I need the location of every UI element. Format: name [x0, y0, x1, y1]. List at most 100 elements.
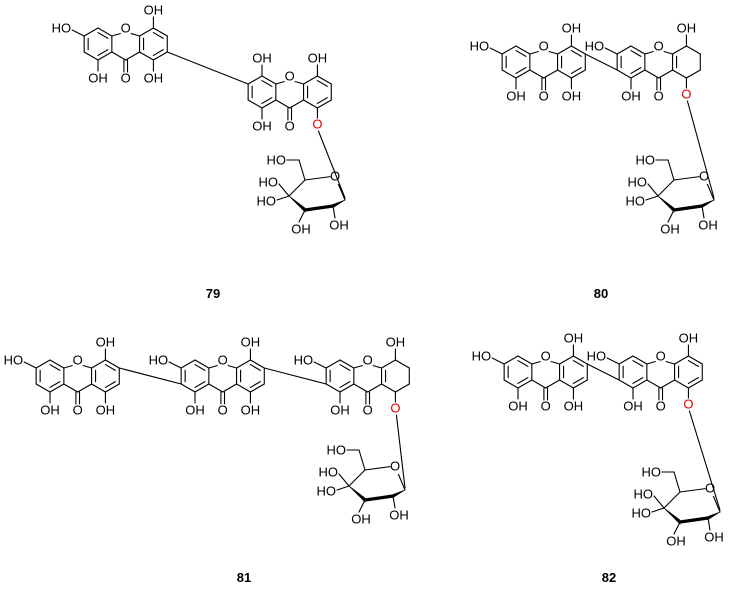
double-bond	[572, 379, 588, 389]
double-bond	[261, 99, 277, 109]
hydroxyl-label: HO	[632, 506, 652, 521]
biaryl-bond	[584, 53, 618, 71]
hydroxyl-label: HO	[327, 443, 347, 458]
compound-label-81: 81	[237, 570, 251, 585]
hydroxyl-label: OH	[562, 89, 582, 104]
glycosidic-oxygen: O	[390, 401, 400, 416]
hydroxyl-label: HO	[317, 484, 337, 499]
hydroxyl-label: OH	[679, 331, 699, 346]
double-bond	[152, 51, 168, 61]
hydroxyl-label: HO	[642, 465, 662, 480]
ring-oxygen: O	[541, 349, 551, 364]
hydroxyl-label: OH	[144, 3, 164, 18]
bond	[685, 69, 701, 79]
label-backdrop	[330, 168, 340, 184]
sugar-wedge	[701, 199, 715, 209]
double-bond	[687, 355, 703, 365]
hydroxyl-label: OH	[252, 51, 272, 66]
sugar-wedge	[332, 199, 346, 209]
hydroxymethyl-bond	[358, 449, 366, 471]
sugar-bold-bond	[673, 204, 703, 212]
hydroxyl-label: HO	[628, 175, 648, 190]
double-bond-inner	[339, 381, 351, 388]
hydroxyl-bond	[604, 47, 618, 55]
double-bond-inner	[261, 80, 273, 87]
hydroxyl-label: OH	[386, 335, 406, 350]
hydroxyl-label: OH	[677, 21, 697, 36]
carbonyl-oxygen: O	[121, 71, 131, 86]
compound-label-82: 82	[602, 570, 616, 585]
carbonyl-oxygen: O	[363, 403, 373, 418]
double-bond	[632, 379, 648, 389]
bond	[125, 51, 141, 61]
hydroxyl-bond	[701, 205, 705, 219]
bond	[381, 383, 396, 393]
hydroxyl-bond	[168, 361, 182, 369]
hydroxyl-label: OH	[506, 89, 526, 104]
bond	[616, 69, 632, 79]
double-bond-inner	[570, 50, 582, 57]
biaryl-bond	[166, 51, 249, 85]
glycosidic-bond	[317, 130, 346, 199]
hydroxyl-label: HO	[585, 39, 605, 54]
biaryl-bond	[263, 367, 327, 385]
sugar-ring-oxygen: O	[330, 169, 340, 184]
hydroxyl-label: OH	[144, 71, 164, 86]
double-bond	[632, 355, 648, 365]
sugar-wedge	[288, 195, 306, 213]
sugar-bold-bond	[679, 516, 709, 524]
glycosidic-oxygen: O	[681, 87, 691, 102]
sugar-wedge	[707, 511, 721, 521]
carbonyl-oxygen: O	[285, 119, 295, 134]
double-bond-inner	[515, 50, 527, 57]
hydroxyl-label: OH	[330, 403, 350, 418]
double-bond-inner	[104, 381, 116, 388]
bond	[325, 359, 341, 369]
hydroxyl-label: OH	[241, 335, 261, 350]
bond	[529, 69, 545, 79]
hydroxyl-label: HO	[470, 39, 490, 54]
hydroxyl-label: HO	[472, 349, 492, 364]
hydroxyl-bond	[392, 495, 396, 509]
bond	[531, 379, 547, 389]
bond	[672, 45, 687, 55]
sugar-bold-bond	[364, 494, 394, 502]
label-backdrop	[217, 352, 228, 368]
bond	[559, 379, 574, 389]
hydroxyl-label: OH	[88, 71, 108, 86]
hydroxyl-bond	[647, 183, 659, 197]
double-bond-inner	[572, 360, 584, 367]
hydroxyl-label: HO	[319, 465, 339, 480]
hydroxyl-label: HO	[257, 194, 277, 209]
hydroxyl-bond	[278, 183, 290, 197]
bond	[247, 99, 263, 109]
bond	[222, 383, 238, 393]
double-bond-inner	[515, 67, 527, 74]
label-backdrop	[540, 348, 551, 364]
hydroxyl-label: HO	[587, 349, 607, 364]
double-bond-inner	[49, 364, 61, 371]
bond	[236, 359, 251, 369]
double-bond-inner	[517, 377, 529, 384]
hydroxyl-label: HO	[259, 175, 279, 190]
bond	[236, 383, 251, 393]
double-bond	[249, 383, 265, 393]
bond	[663, 491, 681, 509]
double-bond-inner	[316, 97, 328, 104]
double-bond	[194, 383, 210, 393]
bond	[674, 379, 689, 389]
double-bond	[104, 383, 120, 393]
double-bond-inner	[152, 32, 164, 39]
bond	[83, 27, 99, 37]
hydroxyl-label: OH	[185, 403, 205, 418]
double-bond-inner	[517, 360, 529, 367]
double-bond-inner	[249, 381, 261, 388]
label-backdrop	[362, 352, 373, 368]
bond	[660, 379, 676, 389]
bond	[559, 355, 574, 365]
bond	[348, 469, 366, 487]
ring-oxygen: O	[654, 39, 664, 54]
